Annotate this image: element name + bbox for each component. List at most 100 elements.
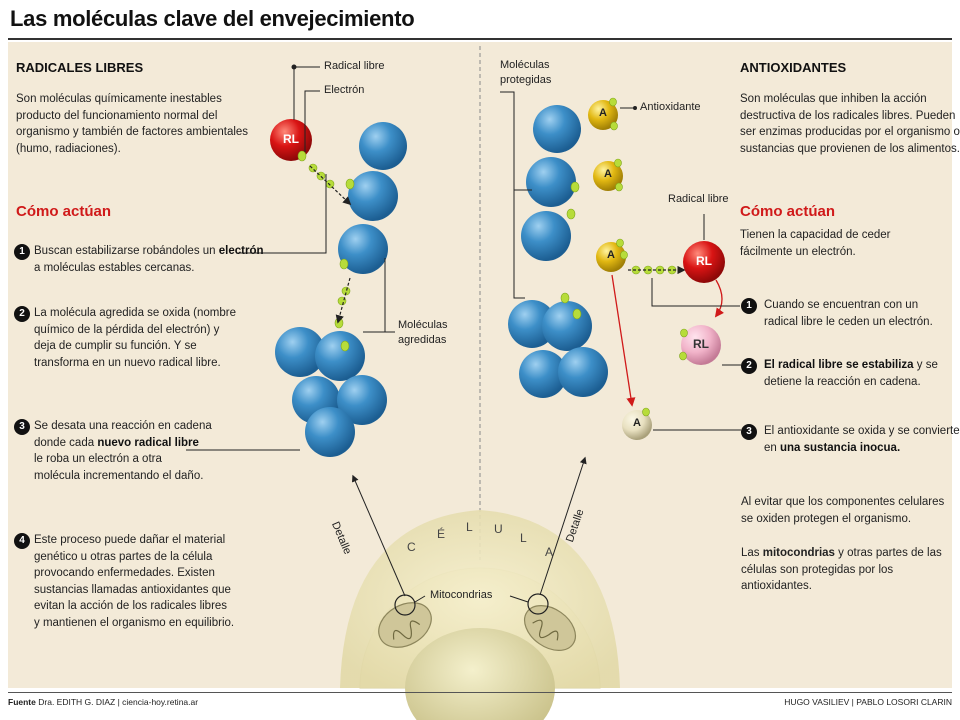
text: molécula incrementando el daño. bbox=[34, 469, 204, 482]
radical-libre-stabilized bbox=[679, 325, 721, 365]
page-title: Las moléculas clave del envejecimiento bbox=[10, 6, 415, 31]
text: evitan la acción de los radicales libres bbox=[34, 600, 228, 612]
left-step-4: Este proceso puede dañar el material gen… bbox=[34, 532, 234, 631]
label-celula-e: É bbox=[437, 527, 446, 541]
cell-illustration bbox=[340, 456, 620, 720]
right-step-number-1: 1 bbox=[741, 298, 757, 314]
label-mitocondrias: Mitocondrias bbox=[430, 589, 493, 601]
label-moleculas-protegidas: Moléculas protegidas bbox=[500, 58, 551, 88]
text: agredidas bbox=[398, 334, 447, 346]
text: Se desata una reacción en cadena bbox=[34, 420, 212, 432]
left-step-1: Buscan estabilizarse robándoles un elect… bbox=[34, 243, 264, 276]
text: protegidas bbox=[500, 74, 552, 86]
antioxidant-3 bbox=[596, 238, 628, 272]
left-intro-line: organismo y también de factores ambienta… bbox=[16, 126, 249, 138]
text: Las bbox=[741, 547, 763, 559]
text: radical libre le ceden un electrón. bbox=[764, 315, 933, 328]
protected-molecules-bottom bbox=[508, 300, 608, 398]
text: Al evitar que los componentes celulares bbox=[741, 496, 945, 508]
text: químico de la pérdida del electrón) y bbox=[34, 323, 220, 336]
step-number-4: 4 bbox=[14, 533, 30, 549]
text: deja de cumplir su función. Y se bbox=[34, 340, 197, 352]
text: células son protegidas por los antioxida… bbox=[741, 563, 894, 593]
text: Moléculas bbox=[500, 59, 550, 71]
text: Tienen la capacidad de ceder bbox=[740, 229, 891, 241]
rl-stabilized-text: RL bbox=[693, 337, 709, 351]
right-step-2: El radical libre se estabiliza y se deti… bbox=[764, 357, 938, 390]
antioxidant-1 bbox=[588, 97, 618, 131]
left-intro-line: producto del funcionamiento normal del bbox=[16, 109, 218, 122]
title-divider bbox=[8, 38, 952, 40]
label-celula-u: U bbox=[494, 522, 503, 536]
right-intro-line: Son moléculas que inhiben la acción bbox=[740, 93, 927, 105]
radical-libre-left bbox=[270, 119, 312, 162]
footer-source-text: Dra. EDITH G. DIAZ | ciencia-hoy.retina.… bbox=[38, 697, 199, 707]
left-heading: RADICALES LIBRES bbox=[16, 60, 144, 75]
label-radical-libre: Radical libre bbox=[324, 60, 385, 72]
footer-bar bbox=[8, 692, 952, 713]
bold-text: nuevo radical libre bbox=[97, 436, 199, 449]
footer-credits: HUGO VASILIEV | PABLO LOSORI CLARIN bbox=[784, 697, 952, 707]
text: le roba un electrón a otra bbox=[34, 453, 162, 465]
right-intro-line: destructiva de los radicales libres. Pue… bbox=[740, 109, 956, 122]
right-step-number-2: 2 bbox=[741, 358, 757, 374]
a-text-1: A bbox=[599, 107, 607, 119]
text: Moléculas bbox=[398, 319, 448, 331]
right-electrons bbox=[560, 181, 582, 320]
right-step-1: Cuando se encuentran con un radical libr… bbox=[764, 297, 933, 330]
right-step-3: El antioxidante se oxida y se convierte … bbox=[764, 423, 960, 456]
step-number-2: 2 bbox=[14, 306, 30, 322]
text: Buscan estabilizarse robándoles un bbox=[34, 245, 219, 257]
right-intro: Son moléculas que inhiben la acción dest… bbox=[740, 91, 960, 157]
step-number-3: 3 bbox=[14, 419, 30, 435]
text: provocando enfermedades. Existen bbox=[34, 567, 215, 579]
left-step-2: La molécula agredida se oxida (nombre qu… bbox=[34, 305, 236, 371]
text: y otras partes de las bbox=[834, 547, 942, 559]
bold-text: El radical libre se estabiliza bbox=[764, 359, 914, 371]
mitochondrion-right bbox=[524, 593, 576, 651]
left-intro: Son moléculas químicamente inestables pr… bbox=[16, 91, 248, 157]
right-closing-2: Las mitocondrias y otras partes de las c… bbox=[741, 545, 960, 595]
attacked-molecules-cluster bbox=[275, 122, 407, 457]
bold-text: electrón bbox=[218, 245, 264, 257]
a-text-3: A bbox=[607, 249, 615, 261]
label-celula-a: A bbox=[545, 545, 554, 559]
right-how-heading: Cómo actúan bbox=[740, 203, 836, 220]
text: genético u otras partes de la célula bbox=[34, 550, 213, 563]
right-step-number-3: 3 bbox=[741, 424, 757, 440]
mitochondrion-left bbox=[378, 594, 432, 648]
text: a moléculas estables cercanas. bbox=[34, 261, 195, 274]
text: Este proceso puede dañar el material bbox=[34, 534, 226, 546]
footer-source: Fuente Dra. EDITH G. DIAZ | ciencia-hoy.… bbox=[8, 697, 198, 707]
text: Cuando se encuentran con un bbox=[764, 299, 919, 311]
left-intro-line: (humo, radiaciones). bbox=[16, 142, 121, 155]
right-heading: ANTIOXIDANTES bbox=[740, 60, 847, 75]
label-radical-libre-right: Radical libre bbox=[668, 193, 729, 205]
a-text-oxidized: A bbox=[633, 417, 641, 429]
left-how-heading: Cómo actúan bbox=[16, 203, 112, 220]
radical-libre-right bbox=[683, 241, 725, 283]
text: en bbox=[764, 441, 780, 454]
right-how-text: Tienen la capacidad de ceder fácilmente … bbox=[740, 227, 890, 260]
a-text-2: A bbox=[604, 168, 612, 180]
label-antioxidante: Antioxidante bbox=[640, 101, 701, 113]
bold-text: una sustancia inocua. bbox=[780, 441, 901, 454]
text: sustancias llamadas antioxidantes que bbox=[34, 583, 231, 596]
text: fácilmente un electrón. bbox=[740, 245, 856, 258]
label-celula-c: C bbox=[407, 540, 416, 554]
text: La molécula agredida se oxida (nombre bbox=[34, 307, 237, 319]
text: transforma en un nuevo radical libre. bbox=[34, 356, 221, 369]
text: se oxiden protegen el organismo. bbox=[741, 512, 912, 525]
footer-source-label: Fuente bbox=[8, 697, 36, 707]
text: donde cada bbox=[34, 436, 98, 449]
antioxidant-oxidized bbox=[622, 407, 652, 440]
text: y se bbox=[913, 359, 938, 371]
label-celula-l2: L bbox=[520, 531, 527, 545]
rl-left-text: RL bbox=[283, 132, 299, 146]
antioxidant-2 bbox=[593, 158, 623, 192]
text: El antioxidante se oxida y se convierte bbox=[764, 425, 960, 437]
bold-text: mitocondrias bbox=[762, 547, 835, 559]
text: y mantienen el organismo en equilibrio. bbox=[34, 616, 235, 629]
protected-molecules-top bbox=[521, 105, 581, 261]
